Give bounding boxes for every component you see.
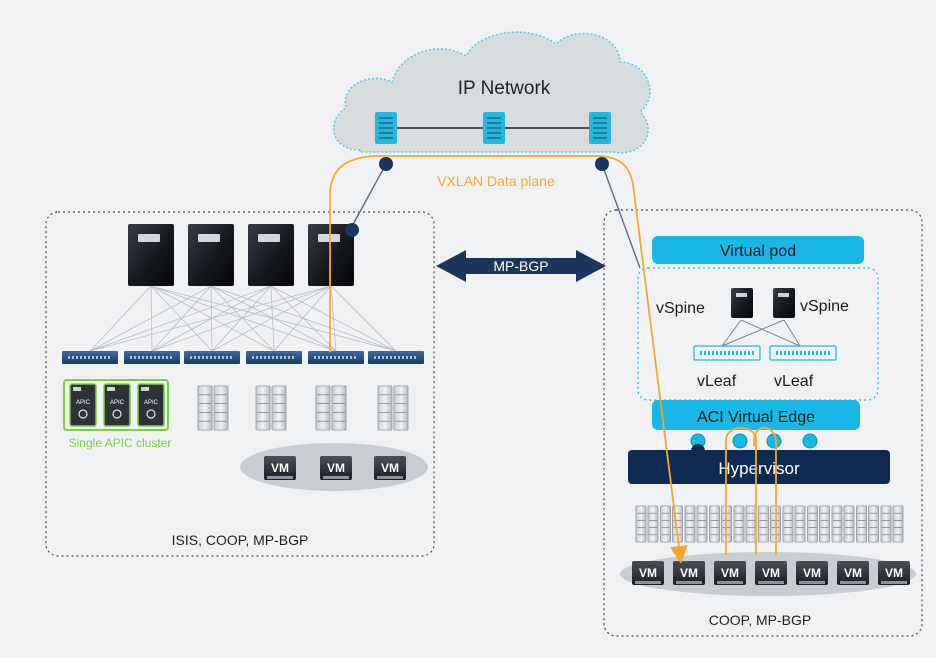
ip-network-label: IP Network [458, 78, 551, 99]
wan-links [349, 163, 641, 269]
virtual-pod-boundary [637, 267, 879, 401]
left-server-icon [377, 385, 409, 431]
left-server-icon [315, 385, 347, 431]
vm-label: VM [680, 566, 698, 580]
right-server-icon [684, 505, 708, 543]
left-site-protocols: ISIS, COOP, MP-BGP [172, 532, 309, 548]
vm-label: VM [639, 566, 657, 580]
ave-label: ACI Virtual Edge [697, 409, 815, 426]
right-server-icon [880, 505, 904, 543]
vm-label: VM [381, 461, 399, 475]
left-server-group [197, 385, 409, 431]
left-vm-icon: VM [374, 456, 406, 480]
right-server-icon [733, 505, 757, 543]
apic-unit-label: APIC [76, 400, 91, 406]
vm-label: VM [721, 566, 739, 580]
left-spine-group [128, 224, 354, 286]
right-vm-group: VM VM VM VM VM VM VM [632, 561, 910, 585]
mp-bgp-label: MP-BGP [493, 258, 548, 274]
left-leaf-icon [62, 351, 118, 364]
right-vm-icon: VM [755, 561, 787, 585]
vxlan-data-plane-path [329, 155, 777, 564]
left-spine-uplink-port [345, 223, 359, 237]
left-server-icon [255, 385, 287, 431]
vspine-right-icon [773, 288, 795, 318]
right-server-icon [635, 505, 659, 543]
vm-label: VM [271, 461, 289, 475]
vleaf-left-label: vLeaf [697, 373, 737, 390]
vleaf-right-label: vLeaf [774, 373, 814, 390]
cloud-router-left-icon [375, 112, 397, 144]
apic-unit-label: APIC [110, 400, 125, 406]
vleaf-right-icon [769, 345, 837, 361]
vm-label: VM [327, 461, 345, 475]
left-vm-icon: VM [320, 456, 352, 480]
right-site-boundary [603, 209, 923, 637]
apic-server-icon: APIC [137, 383, 165, 427]
left-leaf-icon [246, 351, 302, 364]
vspine-left-label: vSpine [656, 300, 705, 317]
left-server-icon [197, 385, 229, 431]
right-vm-icon: VM [714, 561, 746, 585]
vspine-right-label: vSpine [800, 298, 849, 315]
right-server-icon [856, 505, 879, 543]
apic-server-icon: APIC [69, 383, 97, 427]
virtual-pod-bar [652, 236, 864, 264]
vleaf-left-icon [693, 345, 761, 361]
right-vm-icon: VM [878, 561, 910, 585]
ave-bar [652, 400, 860, 430]
right-vm-icon: VM [632, 561, 664, 585]
left-vm-group: VM VM VM [264, 456, 406, 480]
apic-server-icon: APIC [103, 383, 131, 427]
right-vm-icon: VM [837, 561, 869, 585]
left-site-boundary [45, 211, 435, 557]
right-server-icon [807, 505, 830, 543]
cloud-router-right-icon [589, 112, 611, 144]
virtual-pod-label: Virtual pod [720, 243, 796, 260]
vspine-left-icon [731, 288, 753, 318]
left-fabric-links [89, 285, 397, 352]
left-spine-icon [128, 224, 174, 286]
left-leaf-icon [308, 351, 364, 364]
hypervisor-bar [628, 450, 890, 484]
left-leaf-icon [368, 351, 424, 364]
apic-cluster-label: Single APIC cluster [69, 436, 172, 450]
right-vm-icon: VM [796, 561, 828, 585]
left-vm-icon: VM [264, 456, 296, 480]
right-vm-icon: VM [673, 561, 705, 585]
left-spine-icon [188, 224, 234, 286]
cloud-router-middle-icon [483, 112, 505, 144]
vm-label: VM [844, 566, 862, 580]
vm-label: VM [762, 566, 780, 580]
right-site-protocols: COOP, MP-BGP [709, 612, 811, 628]
wan-port-left [379, 157, 393, 171]
left-leaf-icon [124, 351, 180, 364]
apic-unit-label: APIC [144, 400, 159, 406]
wan-port-right [595, 157, 609, 171]
mp-bgp-arrow: MP-BGP [436, 250, 606, 282]
ave-ports [690, 433, 818, 449]
left-leaf-group [62, 351, 424, 364]
vxlan-label: VXLAN Data plane [437, 173, 555, 189]
ip-network-cloud: IP Network [332, 31, 651, 154]
left-spine-icon [308, 224, 354, 286]
left-spine-icon [248, 224, 294, 286]
right-server-icon [831, 505, 855, 543]
vm-label: VM [803, 566, 821, 580]
vm-label: VM [885, 566, 903, 580]
right-server-icon [782, 505, 806, 543]
hypervisor-port [691, 444, 705, 458]
left-leaf-icon [184, 351, 240, 364]
apic-cluster: APIC APIC APIC Single APIC cluster [63, 379, 172, 450]
hypervisor-label: Hypervisor [718, 459, 800, 478]
virtual-fabric: vSpine vSpine vLeaf vLeaf [656, 288, 849, 390]
